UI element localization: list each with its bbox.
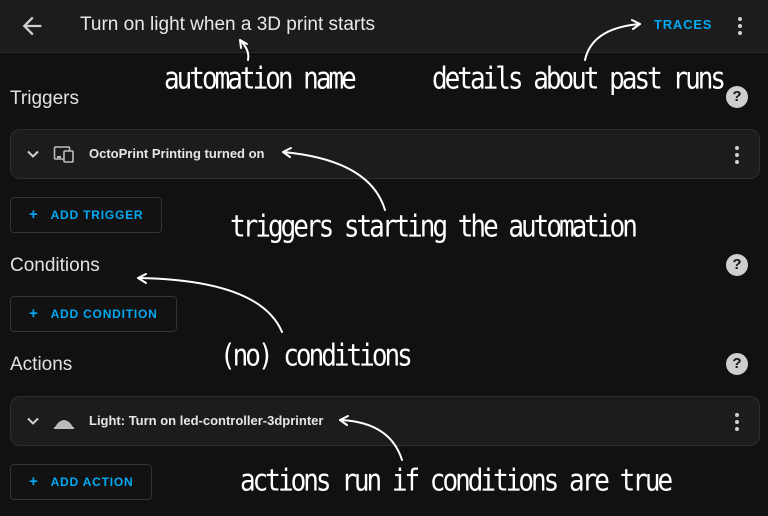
add-action-label: ADD ACTION [50, 475, 134, 489]
chevron-down-icon[interactable] [25, 413, 41, 429]
add-condition-button[interactable]: + ADD CONDITION [10, 296, 177, 332]
add-trigger-label: ADD TRIGGER [50, 208, 144, 222]
plus-icon: + [29, 305, 39, 322]
annotation-triggers: triggers starting the automation [230, 210, 638, 245]
annotation-conditions: (no) conditions [220, 339, 413, 374]
plus-icon: + [29, 473, 39, 490]
ceiling-light-icon [54, 420, 74, 429]
automation-name[interactable]: Turn on light when a 3D print starts [80, 14, 375, 35]
device-icon [53, 146, 74, 163]
actions-title: Actions [10, 354, 73, 375]
add-trigger-button[interactable]: + ADD TRIGGER [10, 197, 163, 233]
actions-help-icon[interactable]: ? [726, 353, 748, 375]
triggers-help-icon[interactable]: ? [726, 86, 748, 108]
add-action-button[interactable]: + ADD ACTION [10, 464, 153, 500]
annotation-actions: actions run if conditions are true [240, 464, 673, 499]
action-card[interactable]: Light: Turn on led-controller-3dprinter [10, 396, 760, 446]
annotation-past-runs: details about past runs [432, 62, 726, 97]
trigger-label: OctoPrint Printing turned on [89, 146, 265, 161]
trigger-menu-icon[interactable] [727, 143, 747, 167]
trigger-card[interactable]: OctoPrint Printing turned on [10, 129, 760, 179]
annotation-automation-name: automation name [164, 62, 357, 97]
traces-button[interactable]: TRACES [654, 17, 713, 32]
top-app-bar: Turn on light when a 3D print starts TRA… [0, 0, 768, 53]
back-arrow-icon[interactable] [18, 12, 46, 40]
add-condition-label: ADD CONDITION [50, 307, 158, 321]
conditions-title: Conditions [10, 255, 100, 276]
action-label: Light: Turn on led-controller-3dprinter [89, 413, 324, 428]
chevron-down-icon[interactable] [25, 146, 41, 162]
conditions-help-icon[interactable]: ? [726, 254, 748, 276]
action-menu-icon[interactable] [727, 410, 747, 434]
plus-icon: + [29, 206, 39, 223]
more-options-icon[interactable] [730, 14, 750, 38]
triggers-title: Triggers [10, 88, 79, 109]
